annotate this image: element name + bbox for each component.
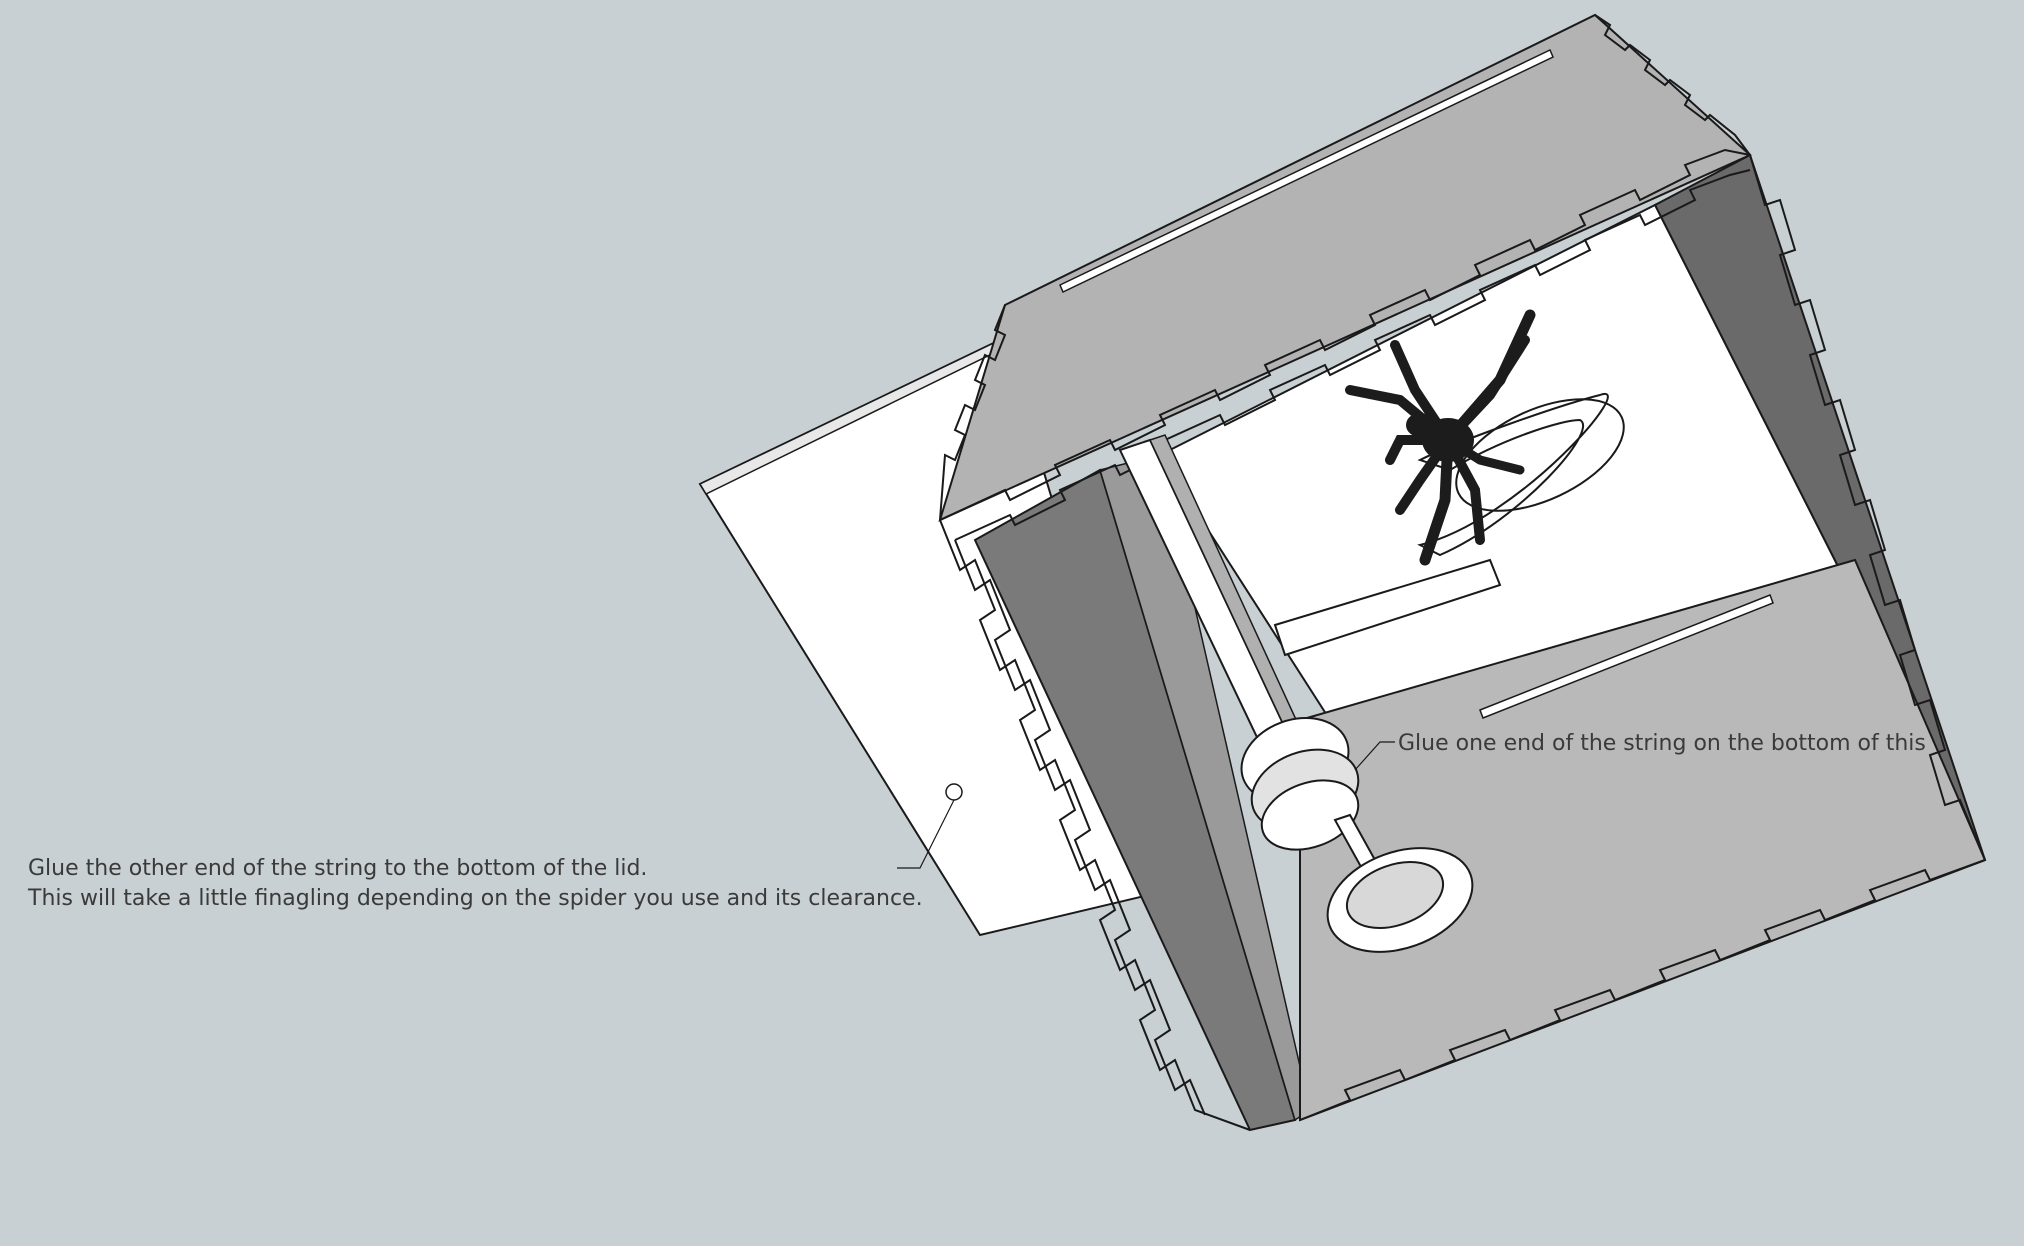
lid-note-line-1: Glue the other end of the string to the …	[28, 856, 648, 881]
lid-note-line-2: This will take a little finagling depend…	[28, 886, 923, 911]
lid-note-leader	[897, 799, 955, 869]
spool-annotation: Glue one end of the string on the bottom…	[1398, 731, 1926, 756]
spool-note-leader	[1354, 741, 1395, 771]
box-front-rim	[939, 14, 1986, 1131]
string-spool	[1240, 716, 1474, 953]
spider-figure	[1345, 309, 1536, 566]
spinner-arm	[1118, 392, 1625, 777]
annotation-leaders	[897, 741, 1395, 869]
lid-annotation: Glue the other end of the string to the …	[28, 854, 923, 914]
